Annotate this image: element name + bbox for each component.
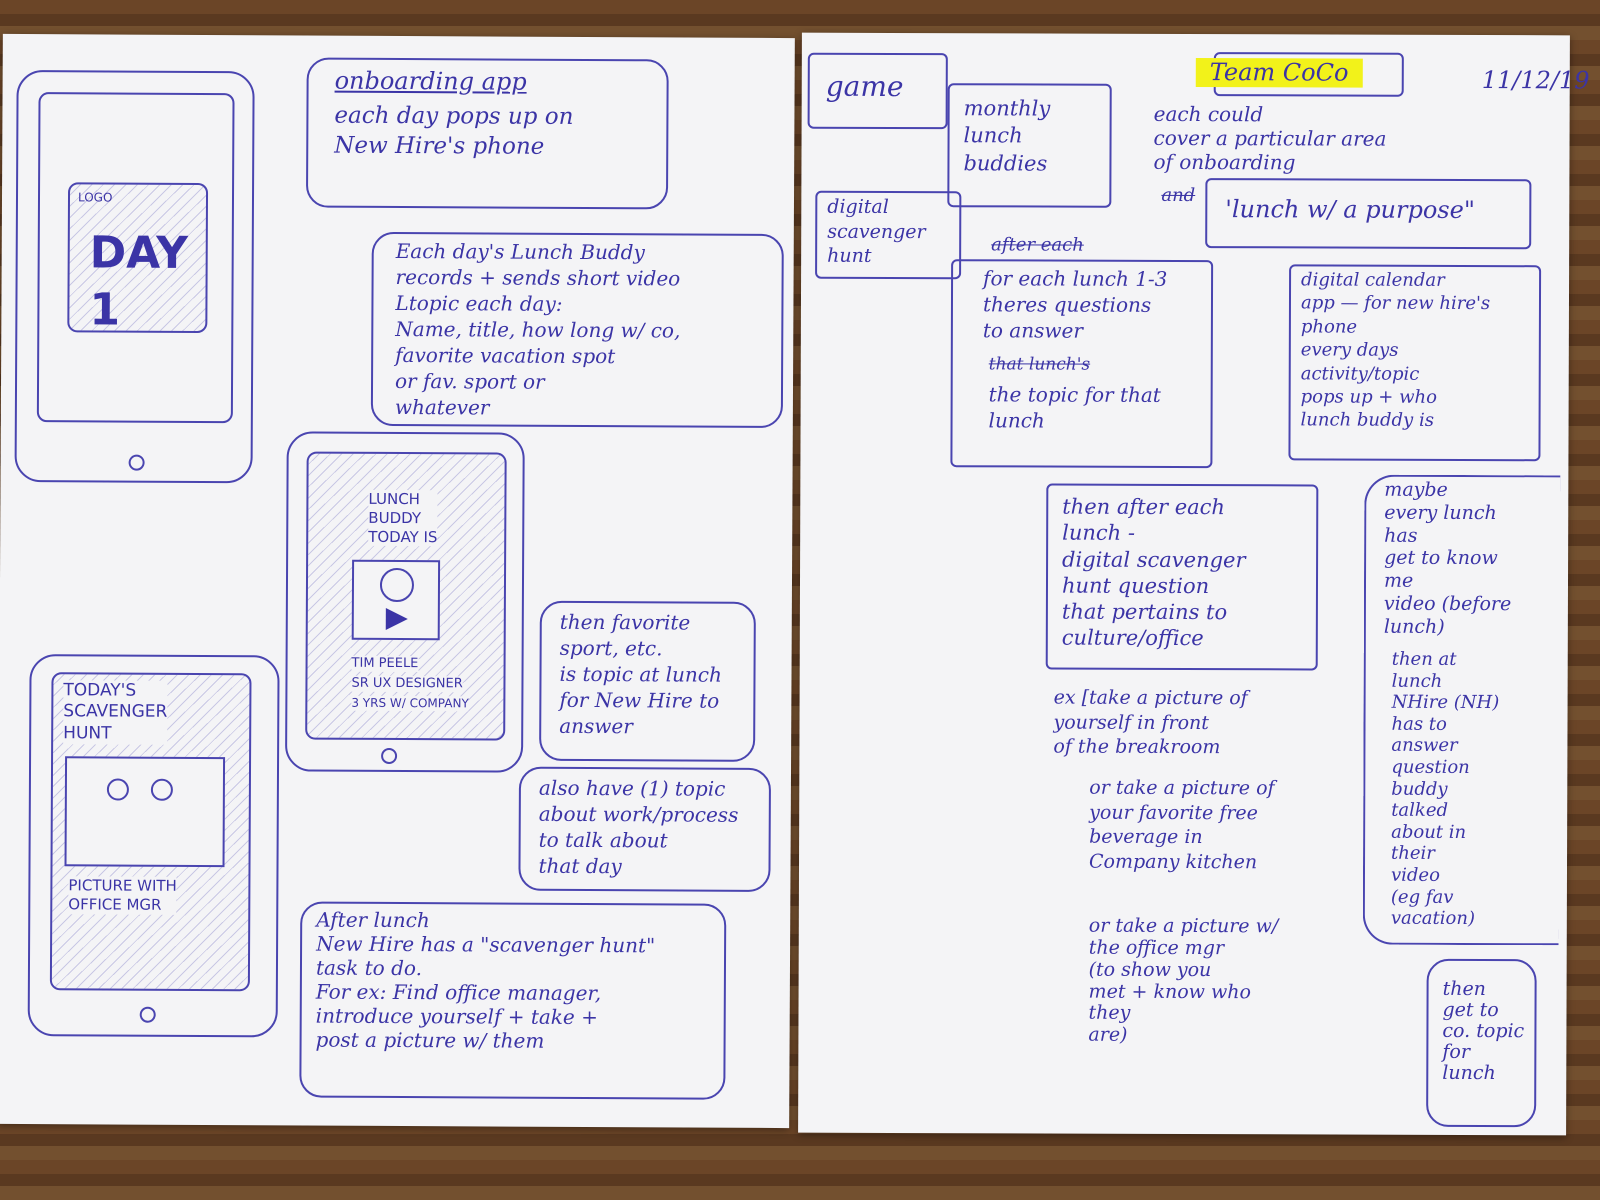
lunch-buddy-heading: Lunch Buddy Today is bbox=[368, 489, 438, 547]
buddy-tenure: 3 yrs w/ company bbox=[351, 695, 469, 712]
home-button-icon bbox=[128, 454, 145, 471]
note-text: also have (1) topic about work/process t… bbox=[538, 775, 739, 879]
play-icon[interactable] bbox=[385, 607, 408, 631]
photo-caption: Picture with Office Mgr bbox=[68, 876, 177, 915]
left-sketch-sheet: LOGO DAY 1 onboarding app each day pops … bbox=[0, 33, 795, 1129]
work-topic-note: also have (1) topic about work/process t… bbox=[518, 766, 772, 892]
struck-text: after each bbox=[991, 234, 1084, 256]
note-text: After lunch New Hire has a "scavenger hu… bbox=[315, 907, 656, 1053]
struck-text: and bbox=[1161, 184, 1196, 207]
box-text: digital calendar app — for new hire's ph… bbox=[1300, 269, 1491, 432]
buddy-title: Sr UX Designer bbox=[351, 675, 463, 693]
phone-sketch-lunch-buddy: Lunch Buddy Today is Tim Peele Sr UX Des… bbox=[285, 431, 525, 773]
home-button-icon bbox=[139, 1006, 156, 1023]
favorite-sport-note: then favorite sport, etc. is topic at lu… bbox=[539, 600, 756, 762]
box-text: for each lunch 1-3 theres questions to a… bbox=[982, 266, 1168, 343]
video-thumbnail bbox=[351, 559, 441, 641]
struck-text: that lunch's bbox=[988, 354, 1091, 375]
home-button-icon bbox=[381, 747, 398, 765]
note-body: each day pops up on New Hire's phone bbox=[334, 102, 574, 160]
day-number: DAY 1 bbox=[89, 227, 189, 336]
team-name: Team CoCo bbox=[1195, 58, 1363, 88]
scavenger-question-box: then after each lunch - digital scavenge… bbox=[1045, 483, 1319, 671]
buddy-name: Tim Peele bbox=[351, 655, 419, 673]
phone-screen: Lunch Buddy Today is Tim Peele Sr UX Des… bbox=[305, 451, 507, 741]
team-name-box: Team CoCo bbox=[1195, 52, 1404, 97]
box-text: monthly lunch buddies bbox=[963, 96, 1051, 176]
digital-scavenger-hunt-box: digital scavenger hunt bbox=[815, 190, 962, 280]
note-text: Each day's Lunch Buddy records + sends s… bbox=[394, 238, 681, 420]
sketch-date: 11/12/19 bbox=[1481, 66, 1590, 95]
game-box: game bbox=[807, 52, 948, 130]
each-could-note: each could cover a particular area of on… bbox=[1153, 101, 1387, 175]
box-text: digital scavenger hunt bbox=[827, 195, 926, 268]
person-icon bbox=[150, 778, 173, 801]
example-3: or take a picture w/ the office mgr (to … bbox=[1088, 914, 1279, 1047]
box-text: then get to co. topic for lunch bbox=[1442, 977, 1525, 1084]
box-text: the topic for that lunch bbox=[988, 382, 1161, 433]
questions-per-lunch-box: for each lunch 1-3 theres questions to a… bbox=[950, 259, 1214, 469]
digital-calendar-box: digital calendar app — for new hire's ph… bbox=[1288, 264, 1542, 462]
scavenger-heading: Today's Scavenger Hunt bbox=[63, 680, 168, 745]
box-text: 'lunch w/ a purpose" bbox=[1225, 195, 1475, 225]
lunch-flow-bracket: maybe every lunch has get to know me vid… bbox=[1362, 474, 1561, 946]
box-text: maybe every lunch has get to know me vid… bbox=[1383, 478, 1512, 638]
game-label: game bbox=[825, 69, 904, 104]
logo-label: LOGO bbox=[77, 190, 113, 205]
example-2: or take a picture of your favorite free … bbox=[1088, 776, 1275, 874]
photo-placeholder-two-people bbox=[64, 756, 226, 868]
note-text: then favorite sport, etc. is topic at lu… bbox=[559, 609, 722, 739]
example-1: ex [take a picture of yourself in front … bbox=[1053, 686, 1248, 759]
monthly-lunch-buddies-box: monthly lunch buddies bbox=[947, 83, 1112, 208]
day-logo: LOGO DAY 1 bbox=[67, 182, 209, 336]
person-face-icon bbox=[379, 567, 415, 603]
lunch-purpose-box: 'lunch w/ a purpose" bbox=[1205, 178, 1532, 250]
onboarding-app-note: onboarding app each day pops up on New H… bbox=[305, 57, 669, 210]
person-icon bbox=[106, 778, 129, 801]
note-title: onboarding app bbox=[334, 66, 527, 96]
phone-screen: Today's Scavenger Hunt Picture with Offi… bbox=[49, 672, 252, 992]
co-topic-box: then get to co. topic for lunch bbox=[1426, 958, 1537, 1128]
phone-sketch-scavenger-hunt: Today's Scavenger Hunt Picture with Offi… bbox=[27, 654, 280, 1038]
box-text: then at lunch NHire (NH) has to answer q… bbox=[1390, 648, 1500, 930]
lunch-buddy-video-note: Each day's Lunch Buddy records + sends s… bbox=[370, 231, 784, 429]
phone-sketch-day1: LOGO DAY 1 bbox=[14, 70, 255, 484]
right-sketch-sheet: game Team CoCo 11/12/19 monthly lunch bu… bbox=[798, 32, 1590, 1136]
after-lunch-note: After lunch New Hire has a "scavenger hu… bbox=[299, 901, 727, 1100]
box-text: then after each lunch - digital scavenge… bbox=[1061, 494, 1246, 651]
